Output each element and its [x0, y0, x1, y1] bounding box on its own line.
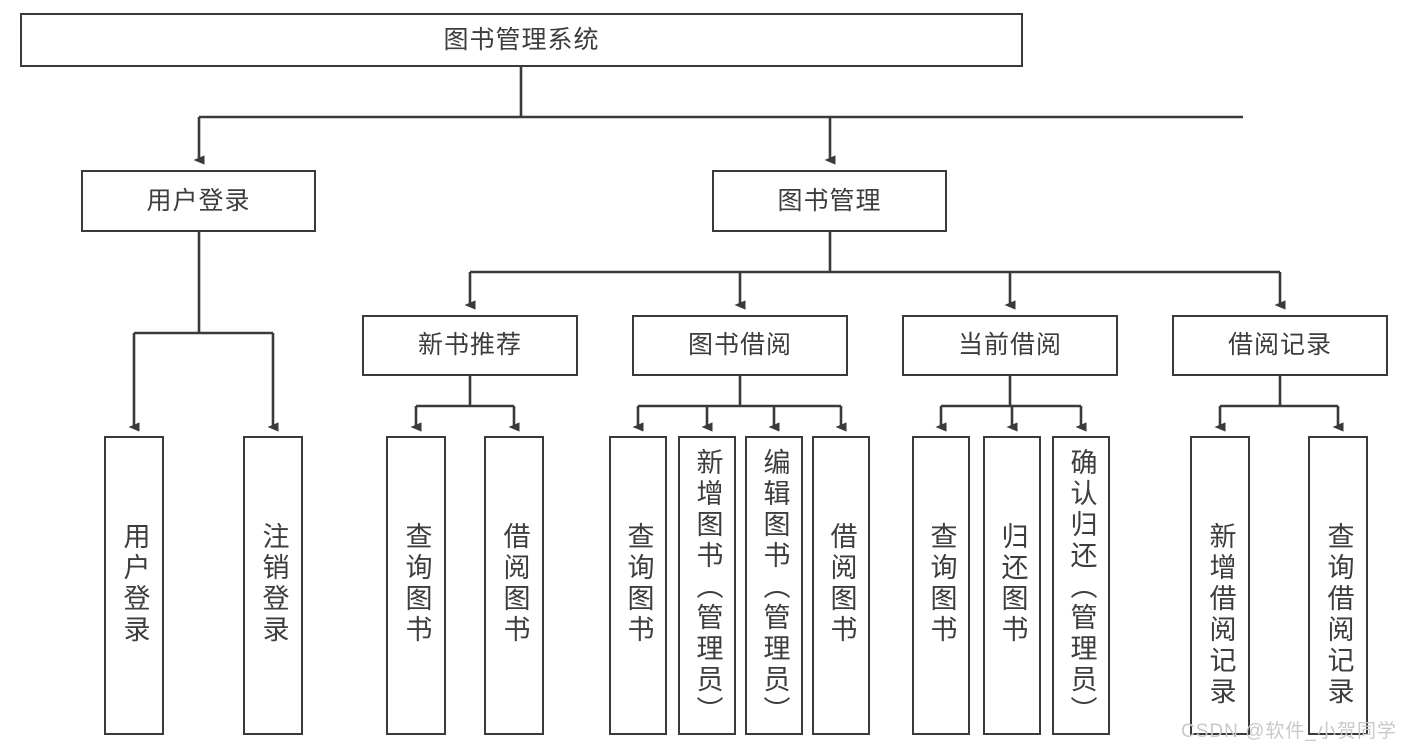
leaf-borrow-book-recommend-label: 借阅图书	[499, 522, 530, 646]
leaf-borrow-book-label: 借阅图书	[826, 522, 857, 646]
leaf-borrow-book-recommend[interactable]: 借阅图书	[484, 436, 544, 735]
leaf-user-logout[interactable]: 注销登录	[243, 436, 303, 735]
node-new-book-recommend[interactable]: 新书推荐	[362, 315, 578, 376]
node-borrow-record[interactable]: 借阅记录	[1172, 315, 1388, 376]
node-book-borrow[interactable]: 图书借阅	[632, 315, 848, 376]
leaf-query-borrow-record-label: 查询借阅记录	[1323, 522, 1354, 708]
leaf-query-borrow-record[interactable]: 查询借阅记录	[1308, 436, 1368, 735]
leaf-add-borrow-record[interactable]: 新增借阅记录	[1190, 436, 1250, 735]
leaf-user-logout-label: 注销登录	[258, 522, 289, 646]
leaf-return-book-label: 归还图书	[997, 522, 1028, 646]
leaf-query-book-current-label: 查询图书	[926, 522, 957, 646]
node-user-login[interactable]: 用户登录	[81, 170, 316, 232]
leaf-user-login-label: 用户登录	[119, 522, 150, 646]
leaf-add-book-admin-label: 新增图书（管理员）	[692, 448, 723, 727]
node-current-borrow-label: 当前借阅	[957, 331, 1062, 359]
leaf-edit-book-admin[interactable]: 编辑图书（管理员）	[745, 436, 803, 735]
csdn-watermark: CSDN @软件_小贺同学	[1181, 721, 1397, 742]
leaf-confirm-return-admin-label: 确认归还（管理员）	[1066, 448, 1097, 727]
leaf-query-book-recommend[interactable]: 查询图书	[386, 436, 446, 735]
node-current-borrow[interactable]: 当前借阅	[902, 315, 1118, 376]
leaf-query-book-recommend-label: 查询图书	[401, 522, 432, 646]
node-book-management-label: 图书管理	[777, 186, 882, 215]
node-new-book-recommend-label: 新书推荐	[417, 331, 522, 359]
node-book-management[interactable]: 图书管理	[712, 170, 947, 232]
leaf-user-login[interactable]: 用户登录	[104, 436, 164, 735]
leaf-edit-book-admin-label: 编辑图书（管理员）	[759, 448, 790, 727]
node-book-borrow-label: 图书借阅	[687, 331, 792, 359]
leaf-add-book-admin[interactable]: 新增图书（管理员）	[678, 436, 736, 735]
leaf-return-book[interactable]: 归还图书	[983, 436, 1041, 735]
leaf-query-book-borrow-label: 查询图书	[623, 522, 654, 646]
node-borrow-record-label: 借阅记录	[1227, 331, 1332, 359]
node-root-label: 图书管理系统	[443, 25, 600, 54]
leaf-query-book-borrow[interactable]: 查询图书	[609, 436, 667, 735]
node-user-login-label: 用户登录	[146, 186, 251, 215]
leaf-confirm-return-admin[interactable]: 确认归还（管理员）	[1052, 436, 1110, 735]
node-root[interactable]: 图书管理系统	[20, 13, 1023, 67]
leaf-query-book-current[interactable]: 查询图书	[912, 436, 970, 735]
leaf-add-borrow-record-label: 新增借阅记录	[1205, 522, 1236, 708]
leaf-borrow-book[interactable]: 借阅图书	[812, 436, 870, 735]
